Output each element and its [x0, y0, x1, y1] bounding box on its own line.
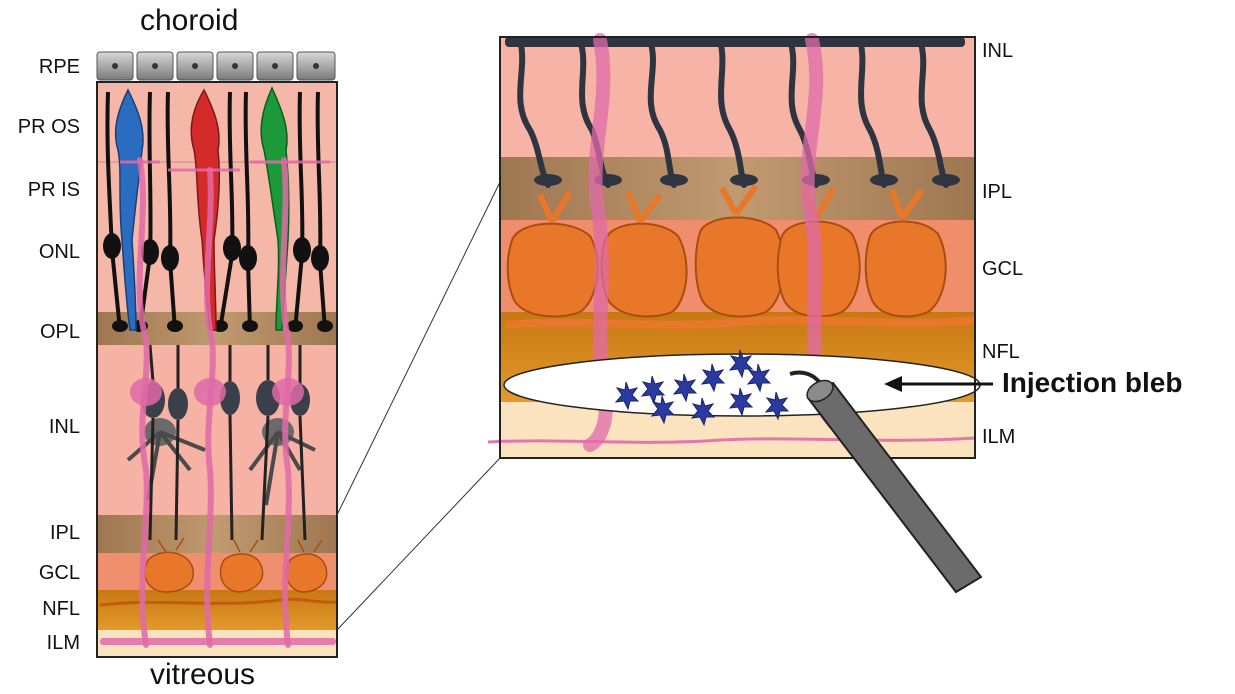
vitreous-label: vitreous	[150, 658, 255, 692]
zoom-panel	[488, 37, 980, 458]
right-label-inl: INL	[982, 40, 1013, 63]
zoom-inl-bg	[500, 37, 975, 157]
left-label-gcl: GCL	[0, 562, 80, 585]
choroid-label: choroid	[140, 4, 238, 38]
left-label-rpe: RPE	[0, 56, 80, 79]
left-retina-column	[97, 52, 337, 657]
left-label-pr-os: PR OS	[0, 116, 80, 139]
left-label-ilm: ILM	[0, 632, 80, 655]
left-label-inl: INL	[0, 416, 80, 439]
left-label-onl: ONL	[0, 241, 80, 264]
right-label-gcl: GCL	[982, 258, 1023, 281]
left-label-opl: OPL	[0, 321, 80, 344]
right-label-nfl: NFL	[982, 341, 1020, 364]
zoom-guide-lines	[337, 182, 500, 630]
right-label-ipl: IPL	[982, 181, 1012, 204]
nfl-layer	[97, 590, 337, 630]
right-label-ilm: ILM	[982, 426, 1015, 449]
left-label-nfl: NFL	[0, 598, 80, 621]
injection-bleb-label: Injection bleb	[1002, 367, 1182, 399]
left-label-pr-is: PR IS	[0, 179, 80, 202]
left-label-ipl: IPL	[0, 522, 80, 545]
rpe-cells	[97, 52, 335, 80]
